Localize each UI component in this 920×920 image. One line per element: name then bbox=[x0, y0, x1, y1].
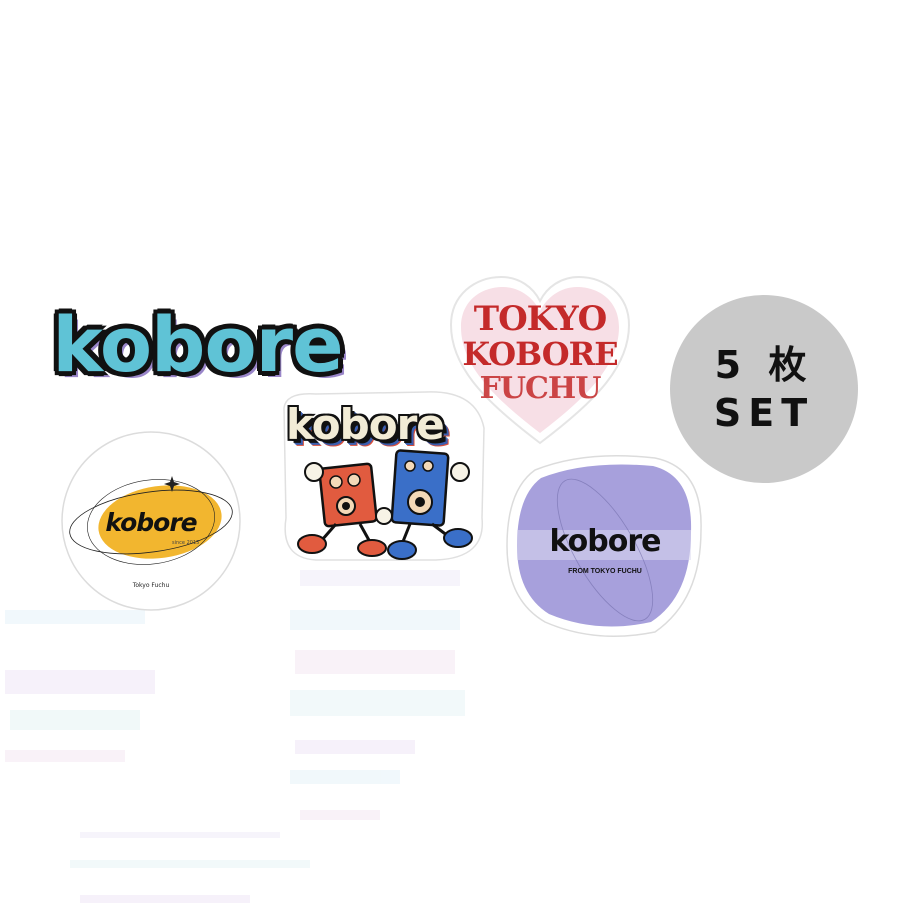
heart-line-3: FUCHU bbox=[479, 371, 602, 406]
badge-line-1: 5 枚 bbox=[714, 343, 814, 387]
characters-wordmark: kobore bbox=[286, 400, 445, 449]
sticker-purple: kobore FROM TOKYO FUCHU bbox=[505, 450, 705, 642]
round-since: since 2015 bbox=[172, 540, 200, 546]
purple-wordmark: kobore bbox=[549, 524, 662, 559]
sticker-characters: kobore bbox=[276, 388, 490, 566]
logo-wordmark: kobore bbox=[52, 299, 343, 389]
sticker-heart: TOKYO KOBORE FUCHU bbox=[447, 273, 633, 449]
sticker-kobore-logo: kobore bbox=[52, 290, 343, 398]
round-city: Tokyo Fuchu bbox=[132, 582, 170, 589]
purple-subtitle: FROM TOKYO FUCHU bbox=[568, 568, 642, 575]
heart-line-1: TOKYO bbox=[473, 299, 607, 339]
set-count-badge: 5 枚 SET bbox=[670, 295, 858, 483]
badge-line-2: SET bbox=[713, 391, 815, 435]
heart-shape bbox=[449, 275, 631, 445]
heart-line-2: KOBORE bbox=[462, 335, 618, 373]
round-wordmark: kobore bbox=[105, 508, 197, 537]
character-art bbox=[283, 391, 485, 561]
holographic-ghost bbox=[5, 570, 465, 903]
sticker-round-yellow: kobore since 2015 Tokyo Fuchu bbox=[60, 430, 242, 612]
purple-blob bbox=[506, 455, 702, 637]
round-sticker-art bbox=[61, 431, 241, 611]
